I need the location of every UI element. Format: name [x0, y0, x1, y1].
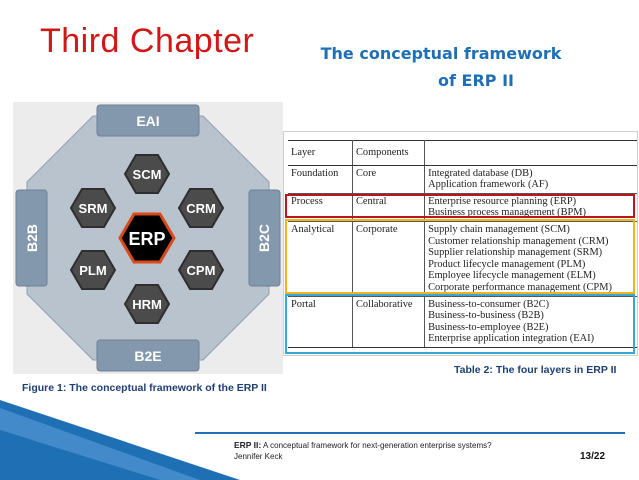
table-row-analytical: Analytical Corporate Supply chain manage…: [288, 220, 637, 297]
hex-cpm-label: CPM: [187, 263, 216, 278]
row-item: Employee lifecycle management (ELM): [428, 270, 596, 282]
hex-scm: [123, 154, 171, 194]
highlight-portal-box: [285, 294, 635, 354]
row-item: Application framework (AF): [428, 179, 549, 191]
hex-srm-label: SRM: [79, 201, 108, 216]
row-layer: Analytical: [288, 220, 353, 297]
highlight-analytical-box: [285, 219, 635, 294]
row-component: Corporate: [352, 220, 426, 297]
row-component: Core: [352, 165, 426, 194]
row-item: Customer relationship management (CRM): [428, 235, 609, 247]
corner-shape: [0, 400, 240, 480]
erp2-framework-diagram: EAI B2E B2B B2C SCM CRM CPM HRM PLM SRM …: [15, 104, 281, 372]
tab-left-b2b: [15, 189, 48, 287]
row-item: Corporate performance management (CPM): [428, 281, 612, 293]
hex-crm-label: CRM: [186, 201, 216, 216]
table-row-portal: Portal Collaborative Business-to-consume…: [288, 295, 637, 348]
header-blank: [424, 140, 637, 166]
hex-scm-label: SCM: [133, 167, 162, 182]
hex-cpm: [177, 250, 225, 290]
tab-top-eai: [96, 104, 200, 137]
tab-top-label: EAI: [136, 113, 159, 129]
tab-bottom-label: B2E: [134, 348, 161, 364]
slide-title: Third Chapter: [40, 22, 255, 60]
row-item: Product lifecycle management (PLM): [428, 258, 586, 270]
hex-erp-center: [118, 212, 176, 264]
row-item: Enterprise application integration (EAI): [428, 333, 595, 345]
row-item: Business process management (BPM): [428, 207, 586, 219]
row-item: Business-to-employee (B2E): [428, 321, 549, 333]
erp2-framework-figure: EAI B2E B2B B2C SCM CRM CPM HRM PLM SRM …: [13, 102, 283, 374]
row-layer: Portal: [288, 295, 353, 348]
table-row-foundation: Foundation Core Integrated database (DB)…: [288, 165, 637, 194]
hex-crm: [177, 188, 225, 228]
subtitle-line-1: The conceptual framework: [320, 44, 562, 63]
header-layer: Layer: [288, 140, 353, 166]
highlight-process-box: [285, 194, 635, 218]
header-components: Components: [352, 140, 426, 166]
layers-table-image: Layer Components Foundation Core Integra…: [283, 131, 638, 356]
tab-bottom-b2e: [96, 339, 200, 372]
table-caption: Table 2: The four layers in ERP II: [454, 364, 617, 376]
row-layer: Foundation: [288, 165, 353, 194]
hex-erp-label: ERP: [128, 229, 165, 249]
row-item: Supply chain management (SCM): [428, 223, 570, 235]
footer-ref-title: ERP II:: [234, 440, 262, 450]
page-number: 13/22: [580, 451, 606, 462]
hex-srm: [69, 188, 117, 228]
hex-hrm-label: HRM: [132, 297, 162, 312]
corner-highlight: [0, 408, 200, 480]
footer-reference: ERP II: A conceptual framework for next-…: [234, 440, 492, 450]
row-item: Enterprise resource planning (ERP): [428, 195, 577, 207]
footer-ref-text: A conceptual framework for next-generati…: [263, 441, 492, 450]
row-item: Supplier relationship management (SRM): [428, 247, 603, 259]
tab-right-label: B2C: [256, 224, 272, 252]
hex-plm: [69, 250, 117, 290]
tab-left-label: B2B: [24, 224, 40, 252]
corner-swoosh-decoration: [0, 400, 240, 480]
hex-hrm: [123, 284, 171, 324]
hex-plm-label: PLM: [79, 263, 106, 278]
table-header-row: Layer Components: [288, 140, 637, 166]
row-item: Business-to-consumer (B2C): [428, 298, 550, 310]
footer-author: Jennifer Keck: [234, 452, 283, 461]
figure-caption: Figure 1: The conceptual framework of th…: [22, 382, 267, 394]
row-item: Business-to-business (B2B): [428, 310, 544, 322]
row-component: Collaborative: [352, 295, 426, 348]
footer-divider: [195, 432, 625, 434]
tab-right-b2c: [248, 189, 281, 287]
slide-subtitle: The conceptual framework of ERP II: [318, 40, 564, 94]
subtitle-line-2: of ERP II: [438, 71, 514, 90]
row-item: Integrated database (DB): [428, 167, 533, 179]
